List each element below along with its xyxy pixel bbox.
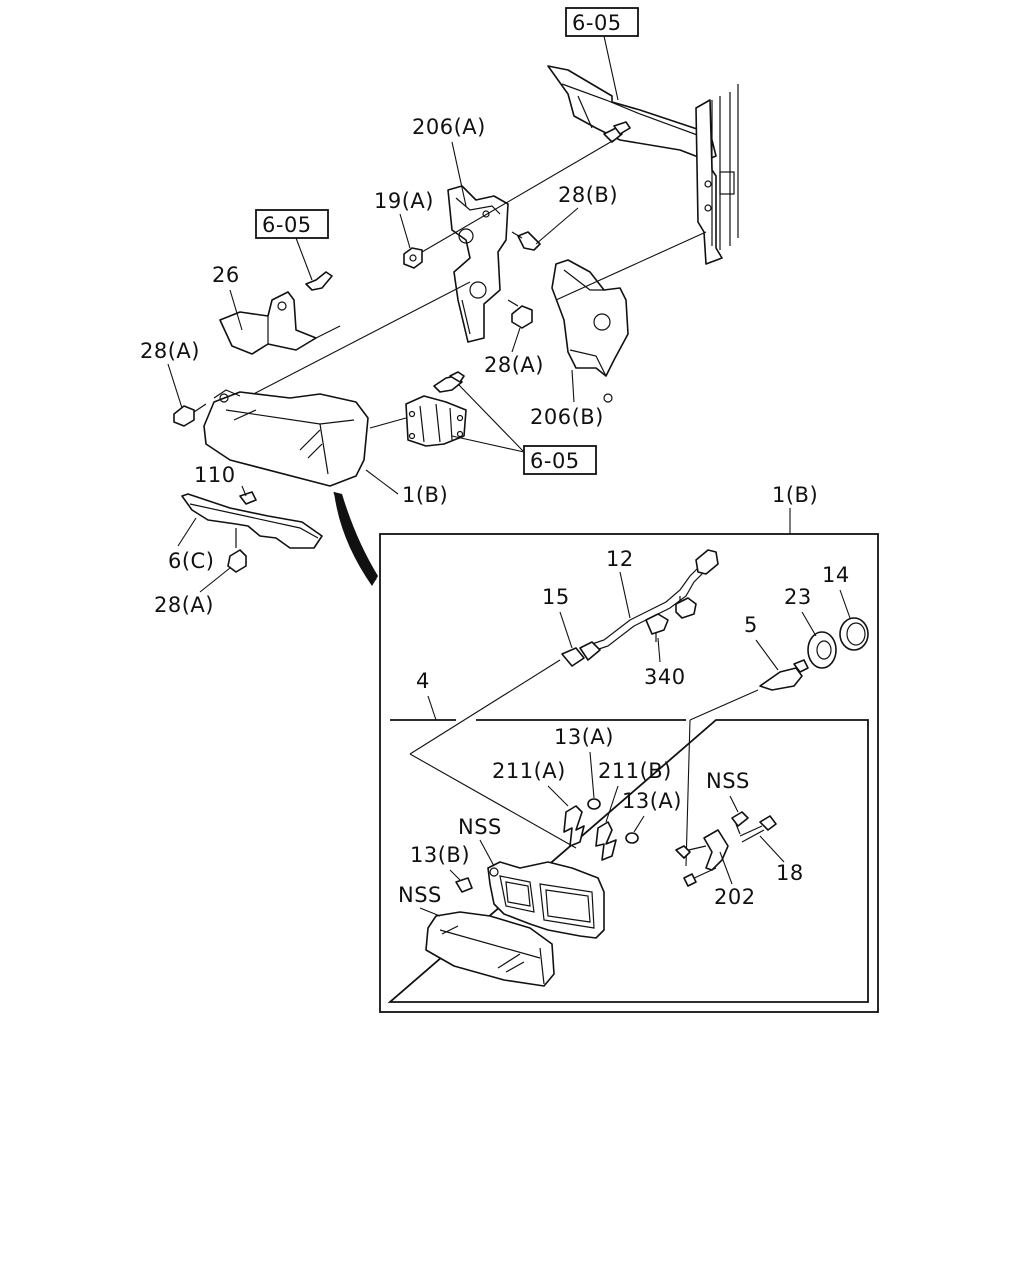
label-nss-lens: NSS xyxy=(398,883,442,907)
assembly-lines xyxy=(213,139,707,429)
body-frame xyxy=(547,65,739,265)
label-19a: 19(A) xyxy=(374,189,434,213)
ref-box-top: 6-05 xyxy=(565,7,639,101)
label-4: 4 xyxy=(416,669,430,693)
label-1b-main: 1(B) xyxy=(402,483,448,507)
ref-box-hinge: 6-05 xyxy=(451,383,597,475)
bolt-28a-left: 28(A) xyxy=(140,339,207,427)
clip-13a-right: 13(A) xyxy=(622,789,682,844)
label-28b: 28(B) xyxy=(558,183,618,207)
ring-23: 23 xyxy=(784,585,837,669)
clip-211a: 211(A) xyxy=(492,759,585,847)
label-28a-mid: 28(A) xyxy=(484,353,544,377)
label-206b: 206(B) xyxy=(530,405,604,429)
label-nss-bracket: NSS xyxy=(458,815,502,839)
detail-arrow xyxy=(333,491,378,586)
label-15: 15 xyxy=(542,585,570,609)
label-202: 202 xyxy=(714,885,756,909)
label-13b: 13(B) xyxy=(410,843,470,867)
label-28a-bottom: 28(A) xyxy=(154,593,214,617)
screw-18: 18 xyxy=(739,815,804,885)
label-5: 5 xyxy=(744,613,758,637)
label-206a: 206(A) xyxy=(412,115,486,139)
label-12: 12 xyxy=(606,547,634,571)
label-6c: 6(C) xyxy=(168,549,214,573)
clip-13b: 13(B) xyxy=(410,843,473,893)
nut-19a: 19(A) xyxy=(374,189,434,269)
housing-frame: NSS xyxy=(458,815,605,939)
bolt-28a-bottom: 28(A) xyxy=(154,528,247,617)
detail-lines xyxy=(409,659,759,867)
bracket-26: 26 xyxy=(212,263,333,355)
trim-6c: 6(C) xyxy=(168,493,323,573)
lens: NSS xyxy=(398,883,555,987)
ref-label-top: 6-05 xyxy=(572,11,622,35)
clip-110: 110 xyxy=(194,463,257,505)
label-13a-right: 13(A) xyxy=(622,789,682,813)
bracket-206b: 206(B) xyxy=(530,259,629,429)
label-26: 26 xyxy=(212,263,240,287)
bulb-5: 5 xyxy=(744,613,809,691)
clip-211b: 211(B) xyxy=(595,759,672,861)
bracket-206a: 206(A) xyxy=(412,115,509,343)
headlamp-assembly: 1(B) xyxy=(203,389,448,507)
label-110: 110 xyxy=(194,463,236,487)
label-28a-left: 28(A) xyxy=(140,339,200,363)
label-340: 340 xyxy=(644,665,686,689)
label-23: 23 xyxy=(784,585,812,609)
bolt-28b: 28(B) xyxy=(511,183,618,251)
ref-box-bracket: 6-05 xyxy=(255,209,329,281)
ref-label-hinge: 6-05 xyxy=(530,449,580,473)
label-18: 18 xyxy=(776,861,804,885)
bulb-15: 15 xyxy=(542,585,601,667)
adjuster-202: 202 xyxy=(675,829,756,909)
hinge-bracket xyxy=(405,371,467,447)
label-211b: 211(B) xyxy=(598,759,672,783)
label-13a-top: 13(A) xyxy=(554,725,614,749)
label-1b-detail: 1(B) xyxy=(772,483,818,507)
label-14: 14 xyxy=(822,563,850,587)
label-211a: 211(A) xyxy=(492,759,566,783)
socket-340: 340 xyxy=(644,613,686,689)
cap-14: 14 xyxy=(822,563,869,651)
clip-13a-top: 13(A) xyxy=(554,725,614,810)
label-nss-screw: NSS xyxy=(706,769,750,793)
screw-nss: NSS xyxy=(706,769,750,835)
wire-harness-12: 12 xyxy=(591,547,719,651)
bolt-28a-mid: 28(A) xyxy=(484,299,544,377)
ref-label-bracket: 6-05 xyxy=(262,213,312,237)
